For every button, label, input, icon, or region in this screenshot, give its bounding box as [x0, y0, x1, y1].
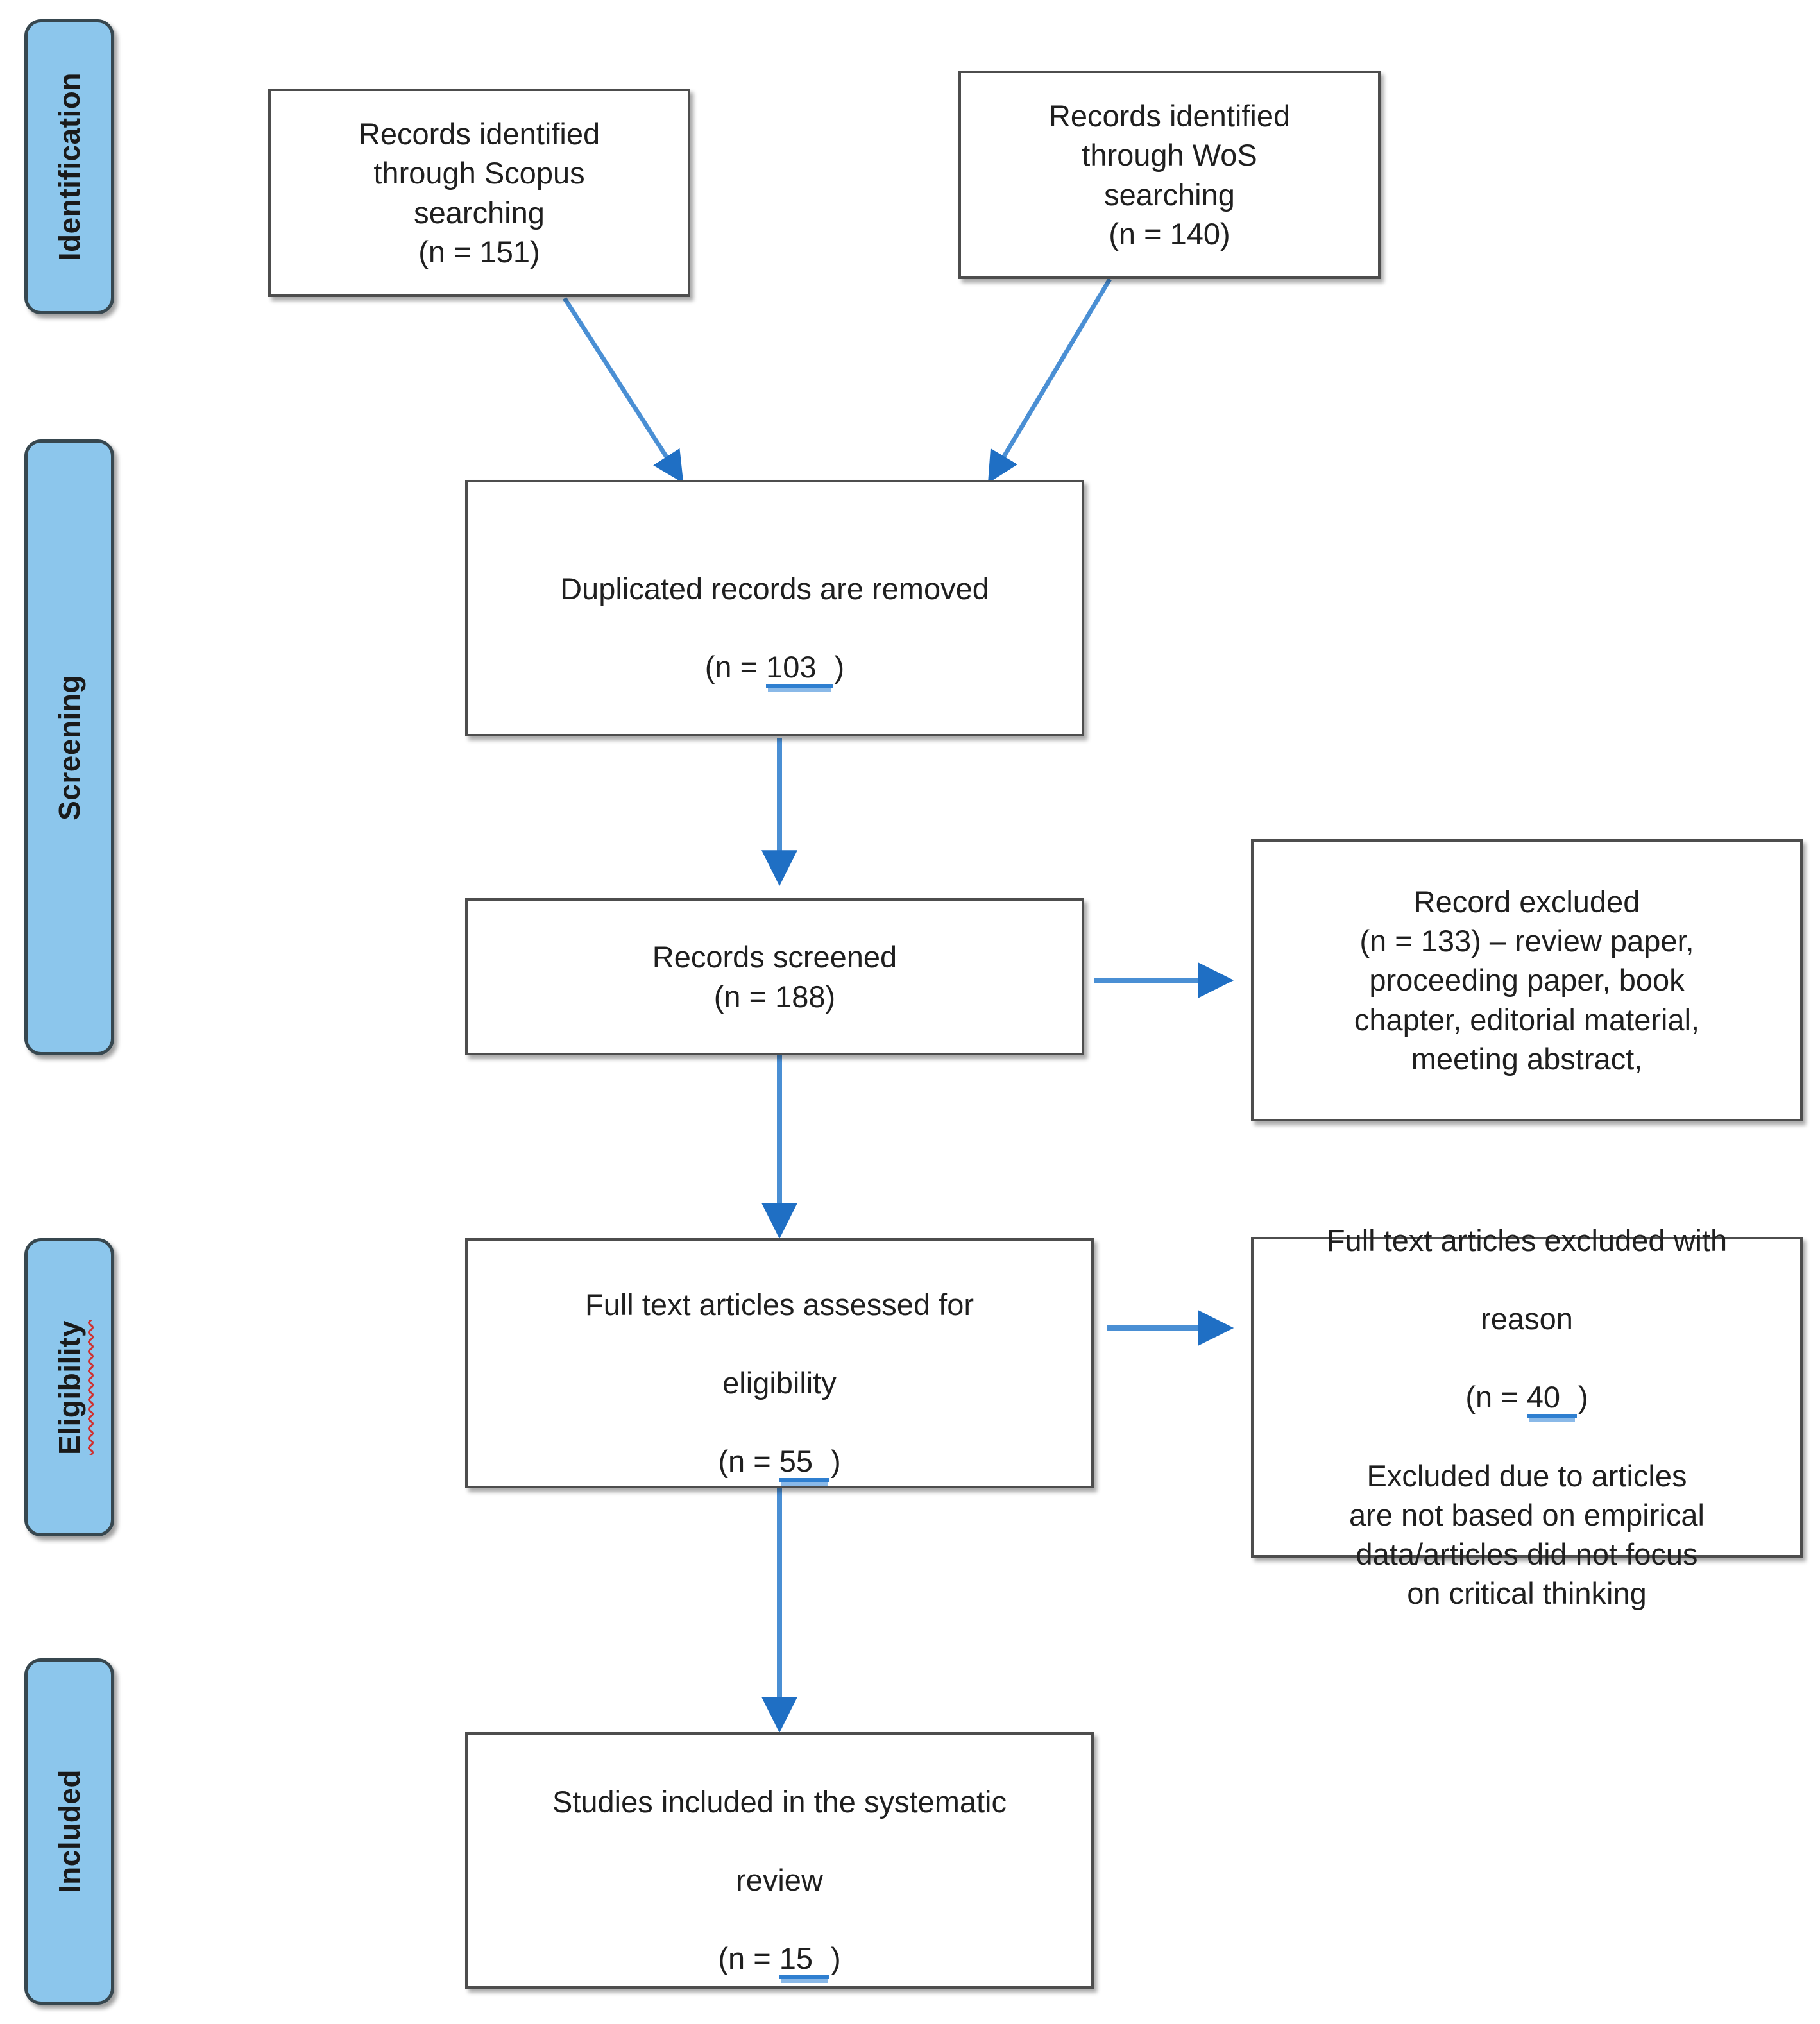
fulltext-excluded-line-1: Full text articles excluded with — [1326, 1223, 1728, 1258]
stage-label-screening: Screening — [53, 674, 86, 821]
included-line-1: Studies included in the systematic — [552, 1784, 1007, 1819]
box-records-identified-scopus-text: Records identified through Scopus search… — [358, 117, 600, 269]
arrow-scopus-to-duplicates — [563, 297, 684, 484]
arrow-wos-to-duplicates — [987, 278, 1112, 484]
fulltext-excluded-line-3: Excluded due to articles are not based o… — [1349, 1458, 1705, 1610]
stage-pill-included: Included — [24, 1658, 114, 2005]
fulltext-assessed-line-1: Full text articles assessed for — [585, 1287, 974, 1322]
fulltext-assessed-line-2: eligibility — [722, 1366, 837, 1400]
duplicates-prefix: (n = — [704, 650, 767, 685]
box-studies-included: Studies included in the systematic revie… — [465, 1732, 1094, 1989]
included-prefix: (n = — [718, 1941, 779, 1976]
box-record-excluded-text: Record excluded (n = 133) – review paper… — [1354, 885, 1700, 1076]
box-fulltext-assessed-text: Full text articles assessed for eligibil… — [585, 1246, 974, 1483]
included-line-2: review — [736, 1863, 823, 1897]
included-count: 15 — [779, 1941, 829, 1980]
fulltext-excluded-suffix: ) — [1578, 1380, 1588, 1415]
duplicates-line-1: Duplicated records are removed — [560, 571, 989, 606]
duplicates-count: 103 — [766, 650, 833, 688]
included-suffix: ) — [830, 1941, 841, 1976]
box-records-identified-wos-text: Records identified through WoS searching… — [1048, 99, 1291, 251]
stage-label-included: Included — [53, 1769, 86, 1894]
box-fulltext-assessed: Full text articles assessed for eligibil… — [465, 1238, 1094, 1488]
duplicates-suffix: ) — [834, 650, 845, 685]
box-studies-included-text: Studies included in the systematic revie… — [552, 1743, 1007, 1980]
box-fulltext-excluded: Full text articles excluded with reason … — [1251, 1223, 1803, 1610]
fulltext-assessed-count: 55 — [779, 1444, 829, 1483]
fulltext-excluded-prefix: (n = — [1465, 1380, 1527, 1415]
box-records-identified-scopus: Records identified through Scopus search… — [268, 89, 690, 297]
stage-pill-screening: Screening — [24, 439, 114, 1055]
box-record-excluded: Record excluded (n = 133) – review paper… — [1251, 839, 1803, 1121]
box-records-screened-text: Records screened (n = 188) — [652, 940, 897, 1014]
fulltext-assessed-prefix: (n = — [718, 1444, 779, 1479]
fulltext-assessed-suffix: ) — [830, 1444, 841, 1479]
box-records-identified-wos: Records identified through WoS searching… — [958, 71, 1381, 279]
fulltext-excluded-count: 40 — [1526, 1380, 1577, 1418]
stage-pill-eligibility: Eligibility — [24, 1238, 114, 1536]
stage-pill-identification: Identification — [24, 19, 114, 314]
stage-label-identification: Identification — [53, 72, 86, 261]
box-duplicated-records-removed-text: Duplicated records are removed (n = 103) — [560, 530, 989, 688]
box-duplicated-records-removed: Duplicated records are removed (n = 103) — [465, 480, 1084, 736]
box-records-screened: Records screened (n = 188) — [465, 898, 1084, 1055]
stage-label-eligibility: Eligibility — [53, 1320, 86, 1455]
fulltext-excluded-line-2: reason — [1481, 1302, 1573, 1336]
box-fulltext-excluded-text: Full text articles excluded with reason … — [1327, 1182, 1727, 1613]
